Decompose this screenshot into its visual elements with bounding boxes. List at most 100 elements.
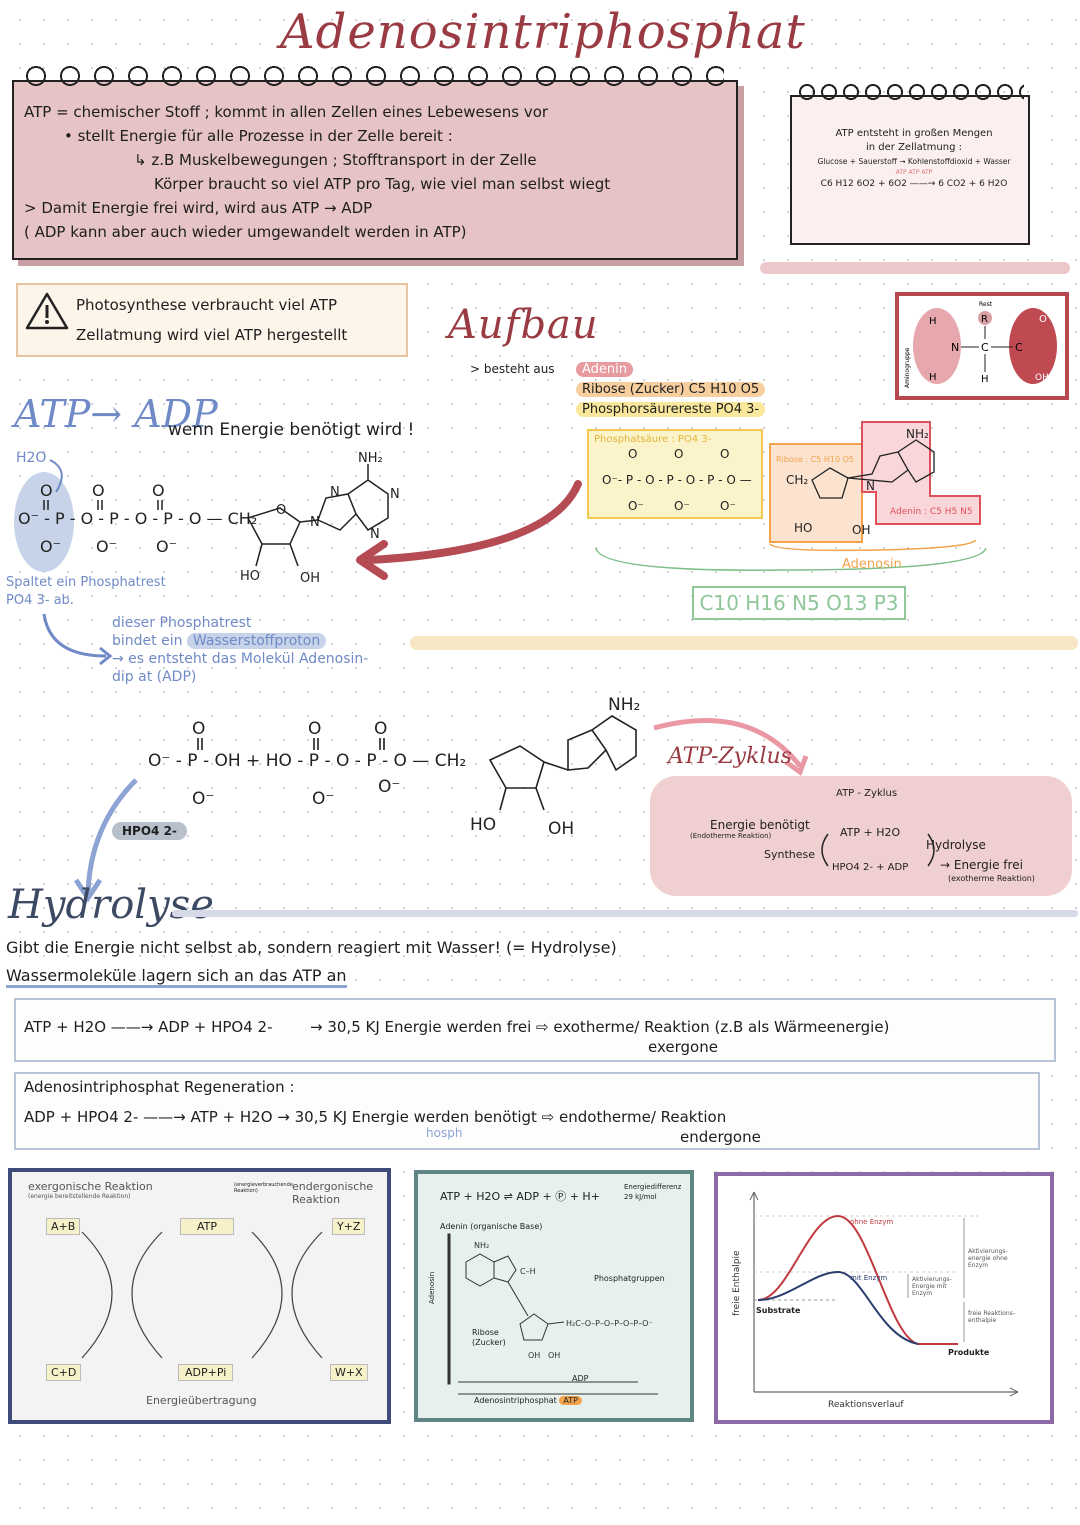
fig1-left-small: (energie bereitstellende Reaktion) — [28, 1193, 131, 1200]
intro-line-5: > Damit Energie frei wird, wird aus ATP … — [24, 199, 373, 217]
hpo4-badge: HPO4 2- — [112, 822, 187, 840]
red-arrow — [356, 480, 582, 580]
svg-text:CH₂: CH₂ — [786, 473, 808, 487]
side-note-line-2: in der Zellatmung : — [865, 142, 962, 153]
svg-text:H: H — [929, 316, 937, 327]
svg-text:O: O — [308, 719, 321, 739]
pink-arrow — [653, 717, 809, 776]
svg-text:R: R — [981, 314, 988, 325]
hydrolyse-eq-box-2: Adenosintriphosphat Regeneration : ADP +… — [14, 1072, 1040, 1150]
fig3-chart — [749, 1191, 1019, 1397]
svg-text:N: N — [951, 341, 959, 354]
aufbau-molecule-diagram: Phosphatsäure : PO4 3- Ribose : C5 H10 O… — [587, 421, 987, 572]
atp-molecule-structure: H2O O⁻ - P - O - P - O - P - O — CH₂ O O O… — [14, 450, 400, 586]
fig2-atp-badge: ATP — [559, 1396, 582, 1405]
side-note-line-1: ATP entsteht in großen Mengen — [835, 128, 993, 139]
zyklus-title: ATP-Zyklus — [668, 744, 792, 769]
svg-text:O⁻: O⁻ — [312, 789, 334, 809]
intro-line-2: • stellt Energie für alle Prozesse in de… — [64, 127, 453, 145]
note-adp: dip at (ADP) — [112, 669, 197, 685]
fig1-ab: A+B — [46, 1218, 81, 1235]
water-label: H2O — [16, 450, 46, 466]
svg-text:N: N — [370, 527, 380, 542]
hydrolyse-eq-box-1: ATP + H2O ——→ ADP + HPO4 2- → 30,5 KJ En… — [14, 998, 1056, 1062]
warning-icon — [25, 292, 69, 330]
svg-text:O⁻: O⁻ — [378, 777, 400, 797]
zyklus-atp-h2o: ATP + H2O — [840, 826, 901, 839]
regen-ghost: hosph — [426, 1126, 463, 1140]
fig2-adenin: Adenin (organische Base) — [440, 1222, 543, 1231]
atp-adp-subtitle: wenn Energie benötigt wird ! — [168, 420, 415, 440]
svg-text:H: H — [929, 372, 937, 383]
note-entsteht: → es entsteht das Molekül Adenosin- — [112, 651, 369, 667]
fig3-akt-ohne: Aktivierungs-energie ohne Enzym — [968, 1248, 1008, 1269]
intro-line-4: Körper braucht so viel ATP pro Tag, wie … — [154, 175, 611, 193]
aufbau-item-adenin: Adenin — [576, 362, 634, 377]
figure-enthalpy: freie Enthalpie Reaktionsverlauf ohne En… — [714, 1172, 1054, 1424]
svg-text:O: O — [92, 481, 105, 500]
svg-text:HO: HO — [794, 521, 812, 535]
yellow-divider — [410, 636, 1078, 650]
amino-right-label: Carboxylgruppe — [1056, 340, 1063, 388]
svg-text:O: O — [192, 719, 205, 739]
hydrolyse-title: Hydrolyse — [8, 882, 214, 928]
blue-arrow-curve — [42, 613, 113, 666]
svg-text:OH: OH — [548, 819, 574, 839]
blue-arrow-down — [73, 778, 138, 903]
svg-text:O: O — [276, 503, 286, 518]
fig1-right-small: (energieverbrauchende Reaktion) — [234, 1182, 293, 1194]
fig1-wx: W+X — [330, 1364, 368, 1381]
hydrolyse-line-1: Gibt die Energie nicht selbst ab, sonder… — [6, 938, 617, 957]
aufbau-label-ribose: Ribose : C5 H10 O5 — [776, 455, 854, 464]
svg-text:H: H — [981, 374, 989, 385]
fig1-arrows — [81, 1231, 323, 1359]
side-note-atp-2: ATP — [908, 169, 920, 176]
svg-text:C: C — [981, 341, 989, 354]
svg-text:OH: OH — [548, 1351, 560, 1360]
zyklus-box-title: ATP - Zyklus — [836, 788, 898, 799]
svg-text:O⁻ - P - O - P - O - P - O — C: O⁻ - P - O - P - O - P - O — CH₂ — [18, 509, 257, 528]
fig1-cd: C+D — [46, 1364, 82, 1381]
zyklus-box: ATP - Zyklus Energie benötigt (Endotherm… — [650, 776, 1072, 896]
spiral-binding-small — [798, 83, 1024, 101]
svg-text:NH₂: NH₂ — [608, 695, 640, 715]
fig1-left-title: exergonische Reaktion — [28, 1180, 153, 1193]
fig1-right-title: endergonische Reaktion — [292, 1180, 374, 1206]
hydrolyse-line-2: Wassermoleküle lagern sich an das ATP an — [6, 966, 347, 988]
fig1-atp: ATP — [180, 1218, 235, 1235]
fig2-zucker: (Zucker) — [472, 1338, 506, 1347]
fig3-xlabel: Reaktionsverlauf — [828, 1400, 904, 1410]
fig3-produkte: Produkte — [948, 1348, 990, 1357]
spiral-binding — [24, 64, 724, 86]
zyklus-energy-free: → Energie frei — [940, 858, 1023, 872]
intro-card: ATP = chemischer Stoff ; kommt in allen … — [12, 64, 738, 260]
svg-text:C–H: C–H — [520, 1267, 536, 1276]
hydrolyse-eq-1-rest: → 30,5 KJ Energie werden frei ⇨ exotherm… — [310, 1018, 890, 1036]
svg-text:O: O — [628, 447, 637, 461]
svg-text:O⁻: O⁻ — [720, 499, 736, 513]
side-note-atp-1: ATP — [895, 169, 907, 176]
fig3-substrate: Substrate — [756, 1306, 801, 1315]
svg-text:OH: OH — [528, 1351, 540, 1360]
zyklus-energy-needed: Energie benötigt — [710, 818, 810, 832]
svg-text:OH: OH — [300, 571, 320, 586]
note-dieser: dieser Phosphatrest — [112, 615, 252, 631]
svg-text:O⁻: O⁻ — [40, 537, 61, 556]
svg-text:O⁻ - P - OH + HO - P - O - P -: O⁻ - P - OH + HO - P - O - P - O — CH₂ — [148, 751, 466, 771]
adp-molecule-structure: O⁻ - P - OH + HO - P - O - P - O — CH₂ O… — [148, 695, 640, 839]
hydrolyse-divider — [172, 910, 1078, 917]
svg-text:N: N — [390, 487, 400, 502]
fig3-ylabel: freie Enthalpie — [732, 1250, 742, 1317]
svg-text:O⁻: O⁻ — [674, 499, 690, 513]
aufbau-label-adenin: Adenin : C5 H5 N5 — [890, 507, 973, 517]
regen-sub: endergone — [680, 1128, 761, 1146]
hydrolyse-eq-1: ATP + H2O ——→ ADP + HPO4 2- — [24, 1018, 273, 1036]
note-wasserstoff: Wasserstoffproton — [186, 633, 327, 649]
fig1-caption: Energieübertragung — [146, 1394, 257, 1407]
regen-eq: ADP + HPO4 2- ——→ ATP + H2O → 30,5 KJ En… — [24, 1108, 727, 1126]
note-spaltet: Spaltet ein Phosphatrest — [6, 575, 166, 590]
zyklus-hydrolyse: Hydrolyse — [926, 838, 986, 852]
side-note-line-3: Glucose + Sauerstoff → Kohlenstoffdioxid… — [817, 157, 1011, 166]
